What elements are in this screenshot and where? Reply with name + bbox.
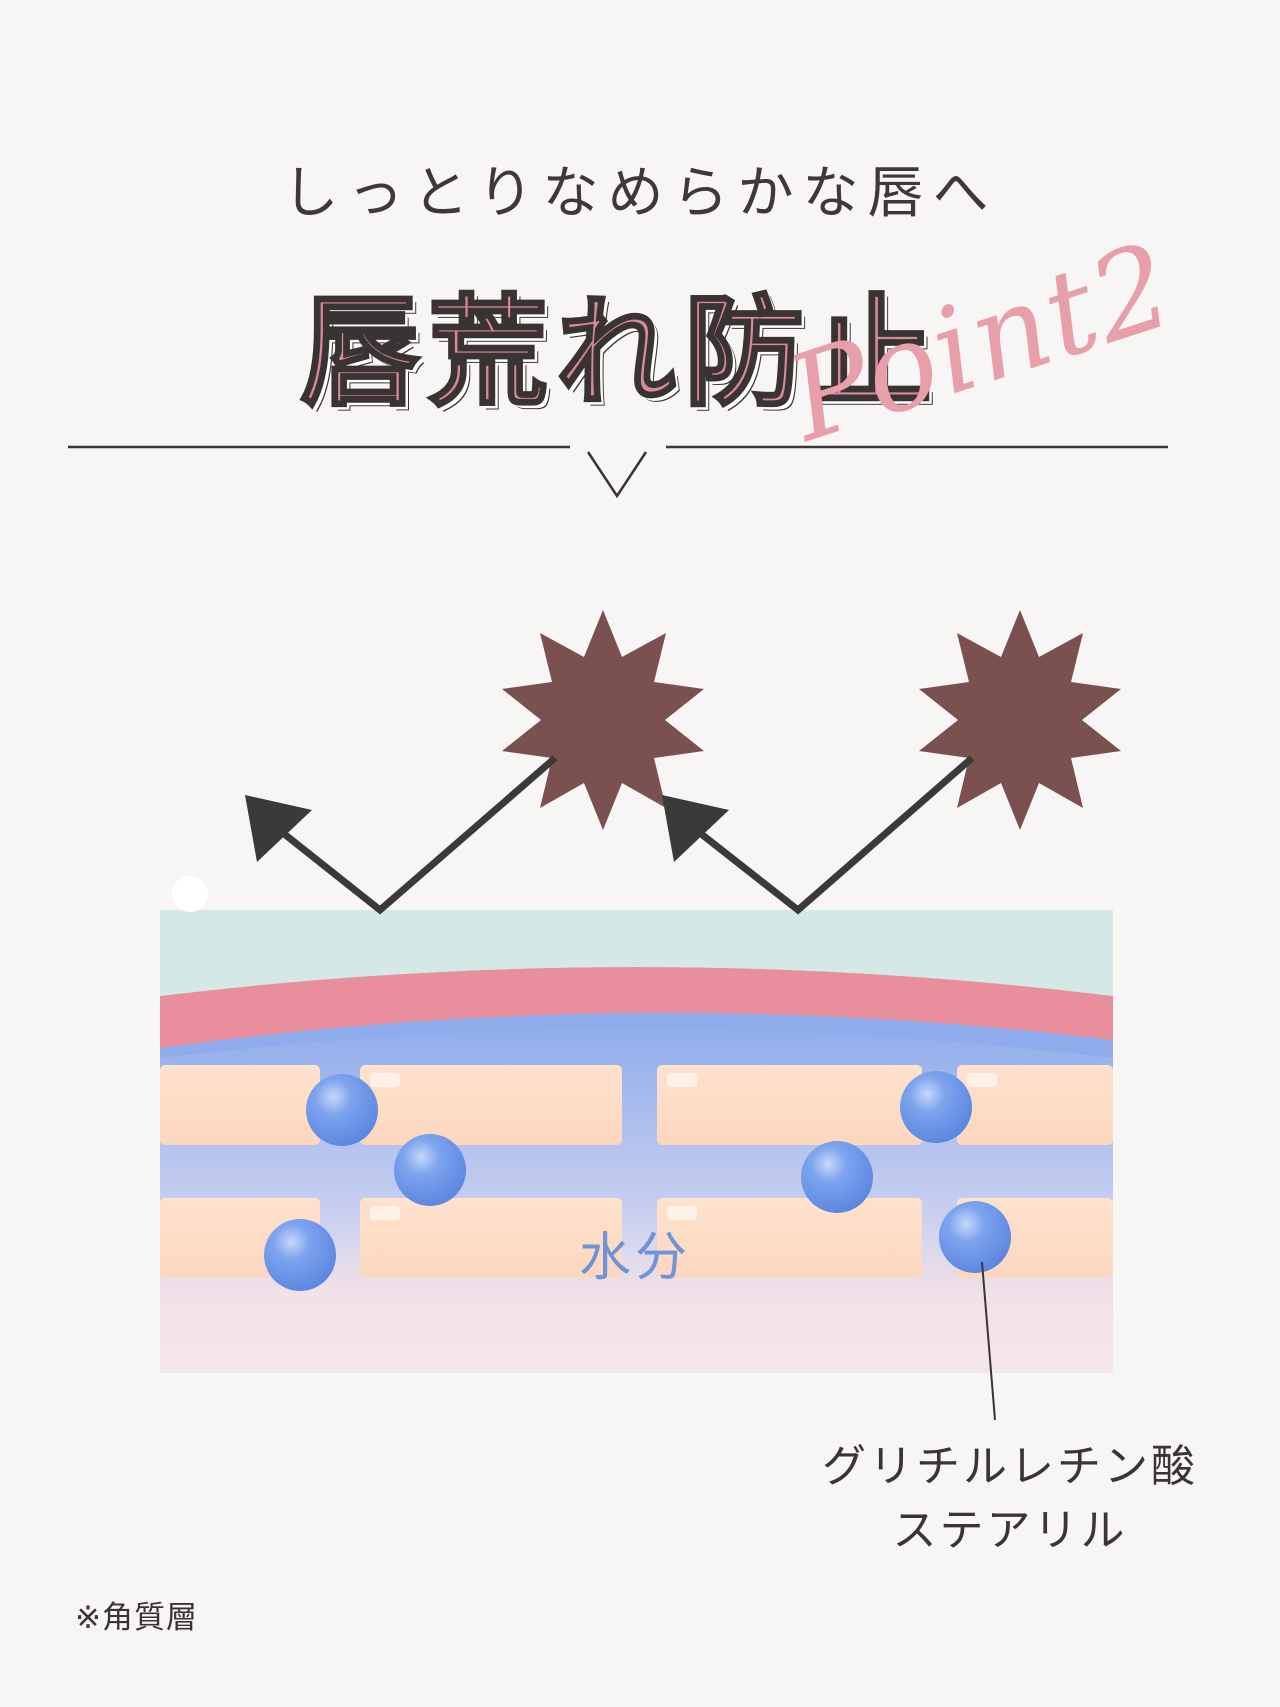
callout-line-1: グリチルレチン酸 bbox=[822, 1441, 1198, 1492]
moisture-sphere-icon bbox=[939, 1201, 1011, 1273]
deflect-arrow-icon bbox=[245, 755, 558, 915]
deflect-arrow-icon bbox=[662, 755, 975, 915]
ingredient-callout: グリチルレチン酸 ステアリル bbox=[790, 1435, 1230, 1563]
cell bbox=[360, 1198, 622, 1278]
moisture-sphere-icon bbox=[801, 1141, 873, 1213]
lip-film-pink bbox=[160, 967, 1113, 1048]
subtitle: しっとりなめらかな唇へ bbox=[282, 161, 998, 226]
header-divider bbox=[68, 445, 1168, 499]
callout-leader bbox=[981, 1261, 996, 1421]
moisture-sphere-icon bbox=[306, 1074, 378, 1146]
page-title: 唇荒れ防止 bbox=[299, 281, 940, 425]
cell bbox=[160, 1065, 320, 1145]
moisture-spheres bbox=[264, 1071, 1011, 1291]
irritant-burst-icon bbox=[919, 610, 1121, 830]
highlight-dot bbox=[172, 876, 208, 912]
cell-grid bbox=[160, 1065, 1113, 1278]
cell bbox=[657, 1198, 922, 1278]
irritant-burst-icon bbox=[502, 610, 704, 830]
cell bbox=[360, 1065, 622, 1145]
cell bbox=[657, 1065, 922, 1145]
moisture-sphere-icon bbox=[394, 1134, 466, 1206]
chevron-down-icon bbox=[586, 451, 648, 499]
footnote: ※角質層 bbox=[75, 1600, 198, 1636]
water-label: 水分 bbox=[578, 1228, 691, 1288]
moisture-sphere-icon bbox=[264, 1219, 336, 1291]
moisture-sphere-icon bbox=[900, 1071, 972, 1143]
callout-line-2: ステアリル bbox=[892, 1505, 1128, 1556]
